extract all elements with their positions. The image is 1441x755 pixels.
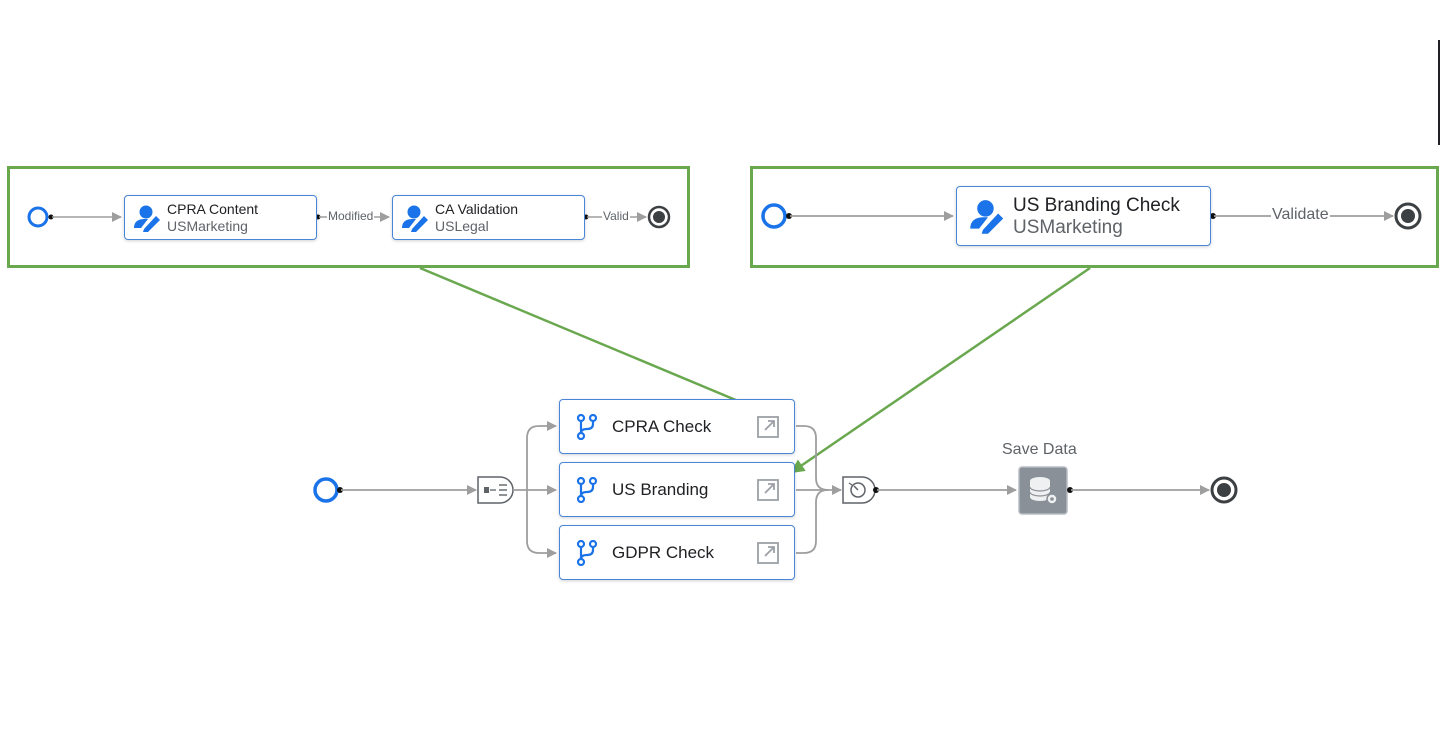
task-title: CA Validation (435, 201, 519, 217)
start-event[interactable] (27, 206, 49, 228)
task-ca-validation[interactable]: CA Validation USLegal (392, 195, 585, 240)
left-callout-frame (7, 166, 690, 268)
branch-gdpr-check[interactable]: GDPR Check (559, 525, 795, 580)
edge-label-modified: Modified (327, 209, 375, 223)
save-data-task[interactable] (1018, 466, 1068, 515)
branch-icon (576, 540, 598, 566)
callout-arrow-branding (790, 266, 1091, 474)
left-callout-flow (27, 205, 671, 229)
callout-arrow-cpra (419, 266, 764, 413)
start-event[interactable] (761, 203, 787, 229)
right-callout-flow (761, 202, 1422, 230)
main-flow (313, 421, 1238, 558)
open-subprocess-icon[interactable] (756, 478, 780, 502)
user-task-icon (134, 205, 160, 232)
branch-label: GDPR Check (612, 543, 715, 562)
branch-label: CPRA Check (612, 417, 712, 436)
task-title: US Branding Check (1013, 195, 1180, 216)
edge-label-valid: Valid (602, 209, 630, 223)
branch-icon (576, 414, 598, 440)
parallel-join-gateway[interactable] (842, 476, 876, 504)
branch-label: US Branding (612, 480, 709, 499)
open-subprocess-icon[interactable] (756, 415, 780, 439)
edge-label-validate: Validate (1271, 206, 1330, 224)
start-event[interactable] (313, 477, 339, 503)
task-subtitle: USLegal (435, 218, 489, 234)
task-title: CPRA Content (167, 201, 259, 217)
user-task-icon (970, 200, 1004, 234)
user-task-icon (402, 205, 428, 232)
branch-us-branding[interactable]: US Branding (559, 462, 795, 517)
task-subtitle: USMarketing (167, 218, 248, 234)
task-us-branding-check[interactable]: US Branding Check USMarketing (956, 186, 1211, 246)
right-callout-frame (750, 166, 1439, 268)
save-data-label: Save Data (1002, 441, 1077, 458)
branch-icon (576, 477, 598, 503)
branch-cpra-check[interactable]: CPRA Check (559, 399, 795, 454)
open-subprocess-icon[interactable] (756, 541, 780, 565)
task-subtitle: USMarketing (1013, 217, 1123, 238)
parallel-split-gateway[interactable] (477, 476, 514, 504)
task-cpra-content[interactable]: CPRA Content USMarketing (124, 195, 317, 240)
